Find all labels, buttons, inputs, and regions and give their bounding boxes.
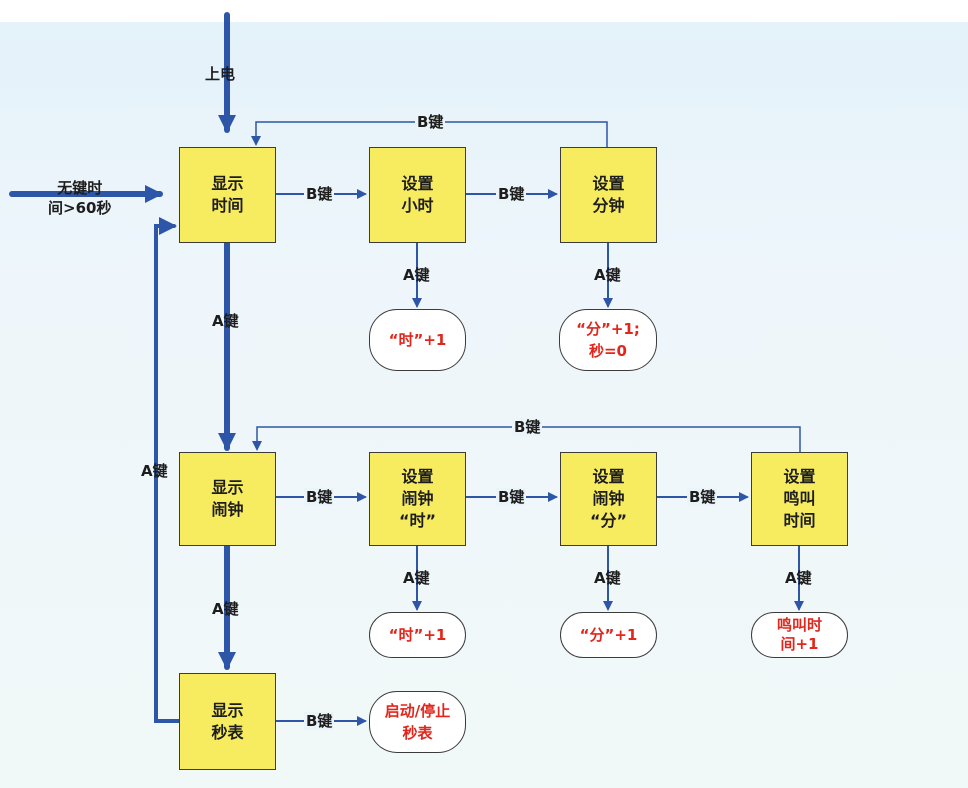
result-ring-plus: 鸣叫时间+1 (751, 612, 848, 658)
state-set-minute: 设置分钟 (560, 147, 657, 243)
b-key-label-2: B键 (496, 185, 527, 203)
return-loop (154, 217, 182, 723)
b-key-label-1: B键 (304, 185, 335, 203)
b-key-label-3: B键 (304, 488, 335, 506)
result-stopwatch-toggle: 启动/停止秒表 (369, 691, 466, 753)
result-hour-plus: “时”+1 (369, 309, 466, 371)
b-key-label-loop1: B键 (415, 113, 446, 131)
state-display-alarm: 显示闹钟 (179, 452, 276, 546)
state-set-alarm-minute: 设置闹钟“分” (560, 452, 657, 546)
a-key-label-ahour: A键 (403, 569, 430, 587)
state-display-time: 显示时间 (179, 147, 276, 243)
result-alarm-hour-plus: “时”+1 (369, 612, 466, 658)
state-set-alarm-hour: 设置闹钟“时” (369, 452, 466, 546)
result-minute-plus: “分”+1;秒=0 (559, 309, 657, 371)
a-key-label-return: A键 (141, 462, 168, 480)
b-key-label-loop2: B键 (512, 418, 543, 436)
no-key-timeout-label: 无键时 间>60秒 (48, 179, 112, 217)
b-key-label-5: B键 (687, 488, 718, 506)
b-key-label-4: B键 (496, 488, 527, 506)
state-display-stopwatch: 显示秒表 (179, 673, 276, 770)
b-key-label-6: B键 (304, 712, 335, 730)
power-on-label: 上电 (205, 65, 236, 83)
a-key-label-minute: A键 (594, 266, 621, 284)
state-set-ring-time: 设置鸣叫时间 (751, 452, 848, 546)
a-key-label-main1: A键 (212, 312, 239, 330)
a-key-label-hour: A键 (403, 266, 430, 284)
a-key-label-aminute: A键 (594, 569, 621, 587)
a-key-label-main2: A键 (212, 600, 239, 618)
state-set-hour: 设置小时 (369, 147, 466, 243)
result-alarm-minute-plus: “分”+1 (560, 612, 657, 658)
a-key-label-ring: A键 (785, 569, 812, 587)
